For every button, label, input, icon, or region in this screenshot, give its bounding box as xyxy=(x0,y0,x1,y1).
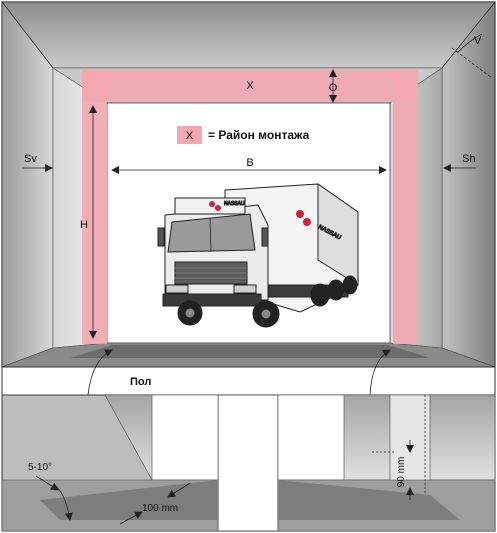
label-h: H xyxy=(80,219,88,231)
lower-dimensions xyxy=(35,395,426,525)
floor-band xyxy=(1,366,496,396)
angle-arrow xyxy=(35,475,59,491)
label-depth: 100 mm xyxy=(142,503,178,514)
label-v: V xyxy=(474,35,482,47)
label-sv: Sv xyxy=(24,153,37,165)
floor-arrow-right xyxy=(369,349,391,396)
mount-zone-top xyxy=(82,70,418,102)
mount-zone-left xyxy=(82,70,107,344)
legend-key: X xyxy=(186,130,194,142)
bumper xyxy=(162,293,262,307)
legend: X = Район монтажа xyxy=(177,126,310,144)
label-x: X xyxy=(246,80,254,92)
labels: X O V Sv Sh H B xyxy=(24,35,482,231)
floor-slab: Пол xyxy=(1,349,496,396)
outer-frame xyxy=(1,0,496,368)
lower-labels: 5-10° 100 mm 90 mm xyxy=(28,457,407,514)
label-floor: Пол xyxy=(130,376,151,388)
legend-swatch xyxy=(177,126,202,144)
center-column xyxy=(217,394,279,532)
legend-text: = Район монтажа xyxy=(208,128,310,142)
truck-illustration: NASSAU NASSAU xyxy=(157,183,359,328)
v-angle-arc xyxy=(457,33,483,53)
svg-text:NASSAU: NASSAU xyxy=(224,201,245,207)
wheel-rear xyxy=(310,283,330,307)
trailer-logo xyxy=(296,210,304,218)
lower-section xyxy=(1,394,496,532)
depth-arrow-2 xyxy=(119,511,143,525)
depth-arrow-1 xyxy=(167,482,191,498)
mount-zone-right xyxy=(393,70,418,344)
label-height: 90 mm xyxy=(396,457,407,488)
label-o: O xyxy=(329,82,338,94)
label-b: B xyxy=(246,157,253,169)
label-sh: Sh xyxy=(462,153,475,165)
dimension-lines xyxy=(22,33,493,339)
floor-arrow-left xyxy=(87,349,113,396)
top-wall xyxy=(1,1,496,69)
windshield xyxy=(167,213,256,253)
label-angle: 5-10° xyxy=(28,462,52,473)
